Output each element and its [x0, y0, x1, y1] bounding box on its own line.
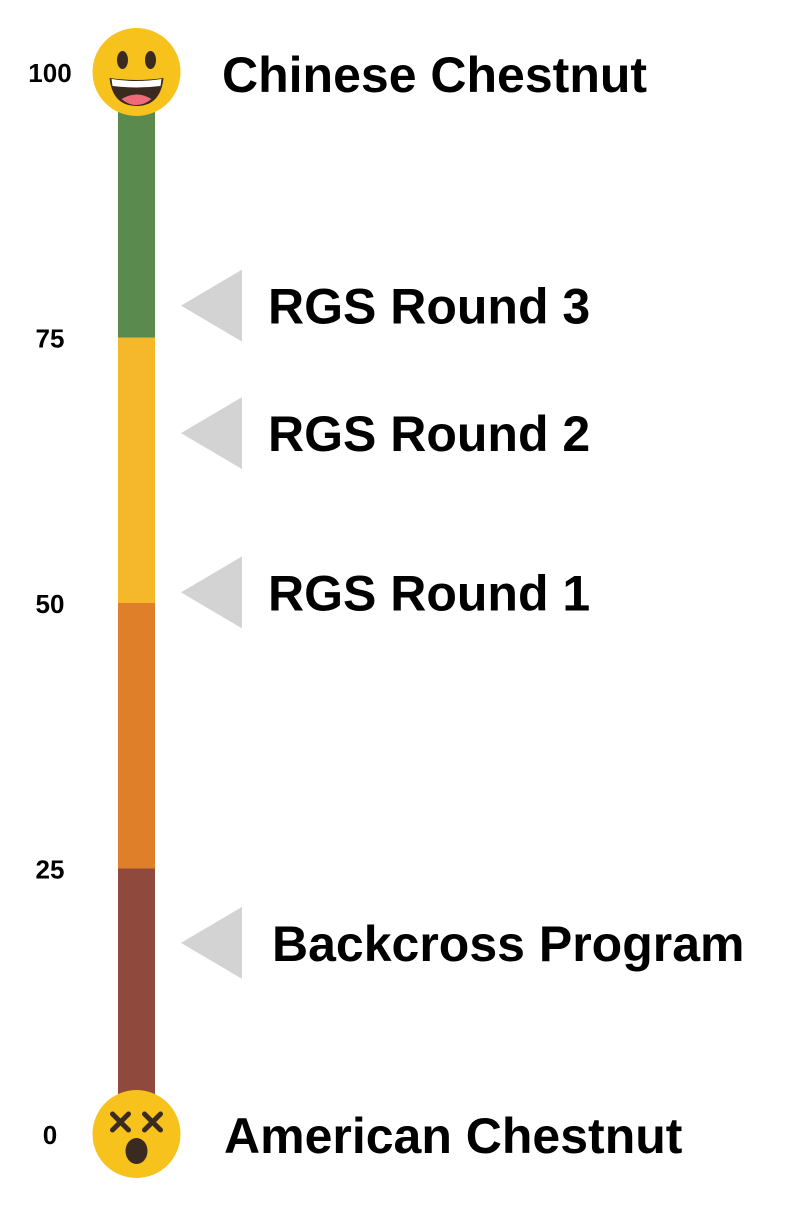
marker-label-1: RGS Round 3 — [268, 279, 590, 335]
pointer-arrow-icon — [181, 397, 242, 470]
grinning-face-teeth — [111, 79, 162, 88]
scale-segment-0-25 — [118, 868, 155, 1134]
scale-markers: RGS Round 3 RGS Round 2 RGS Round 1 Backcro… — [181, 269, 744, 979]
tick-label-25: 25 — [36, 855, 65, 885]
tick-label-100: 100 — [28, 58, 71, 88]
tick-label-75: 75 — [36, 324, 65, 354]
scale-bar — [118, 72, 155, 1134]
scale-segment-25-50 — [118, 603, 155, 869]
grinning-face-left-eye — [117, 51, 128, 69]
dizzy-face-right-eye — [142, 1111, 163, 1133]
grinning-face-right-eye — [145, 51, 156, 69]
marker-label-3: RGS Round 1 — [268, 565, 590, 621]
tick-label-50: 50 — [36, 589, 65, 619]
dizzy-face-icon — [92, 1090, 181, 1178]
scale-ticks: 100 75 50 25 0 — [28, 58, 71, 1150]
dizzy-face-mouth — [125, 1138, 148, 1164]
dizzy-face-head — [92, 1090, 181, 1178]
pointer-arrow-icon — [181, 906, 242, 979]
dizzy-face-left-eye — [110, 1111, 131, 1133]
grinning-face-icon — [92, 28, 181, 116]
top-endpoint-label: Chinese Chestnut — [222, 47, 647, 103]
bottom-endpoint-label: American Chestnut — [224, 1108, 683, 1164]
marker-label-2: RGS Round 2 — [268, 406, 590, 462]
scale-segment-50-75 — [118, 337, 155, 603]
marker-label-4: Backcross Program — [272, 916, 744, 972]
pointer-arrow-icon — [181, 269, 242, 342]
grinning-face-tongue — [121, 94, 152, 105]
tick-label-0: 0 — [43, 1120, 57, 1150]
scale-segment-75-100 — [118, 72, 155, 338]
pointer-arrow-icon — [181, 556, 242, 629]
